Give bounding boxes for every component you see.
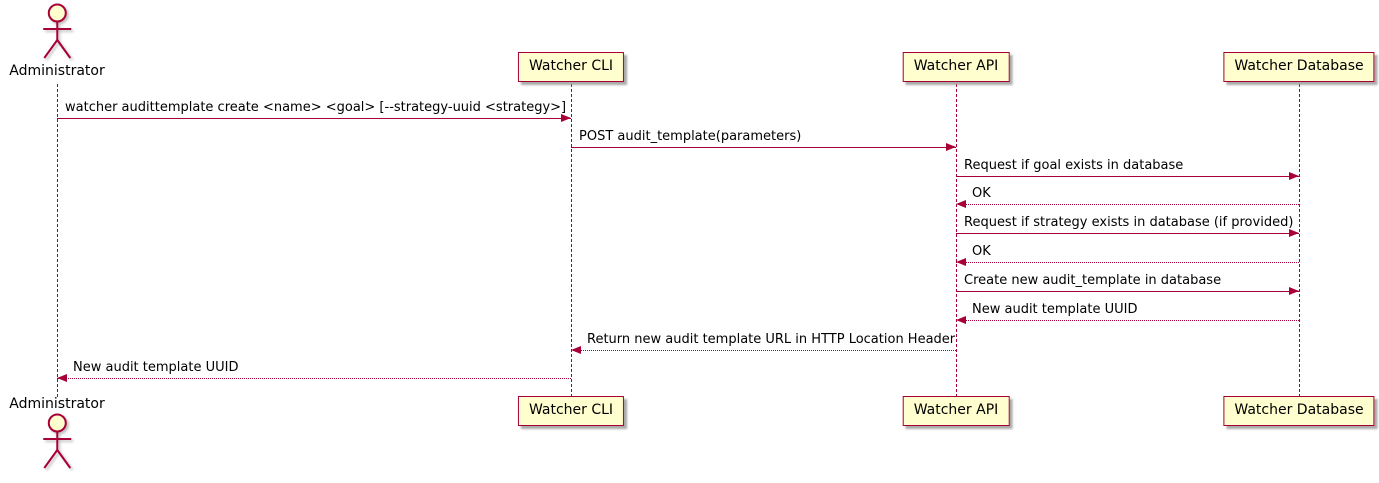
message-line: [956, 320, 1299, 321]
message-line: [956, 204, 1299, 205]
lifeline-administrator: [56, 84, 58, 397]
message-line: [956, 291, 1299, 292]
actor-label: Administrator: [9, 396, 105, 412]
message-label: Create new audit_template in database: [964, 273, 1222, 288]
arrowhead-icon: [1289, 287, 1299, 295]
message-line: [956, 262, 1299, 263]
actor-bottom-administrator: Administrator: [9, 396, 105, 473]
participant-top-watcher-database: Watcher Database: [1223, 52, 1375, 82]
message-label: Return new audit template URL in HTTP Lo…: [587, 332, 956, 347]
message-label: New audit template UUID: [73, 360, 239, 375]
message-label: OK: [972, 186, 991, 201]
participant-bottom-watcher-api: Watcher API: [902, 396, 1010, 426]
actor-top-administrator: Administrator: [9, 3, 105, 80]
lifeline-watcher-cli: [570, 84, 572, 397]
participant-bottom-watcher-database: Watcher Database: [1223, 396, 1375, 426]
message-line: [571, 350, 956, 351]
message-label: OK: [972, 244, 991, 259]
message-label: POST audit_template(parameters): [579, 129, 802, 144]
arrowhead-icon: [956, 258, 966, 266]
participant-bottom-watcher-cli: Watcher CLI: [517, 396, 625, 426]
message-label: watcher audittemplate create <name> <goa…: [65, 100, 567, 115]
arrowhead-icon: [571, 346, 581, 354]
participant-top-watcher-cli: Watcher CLI: [517, 52, 625, 82]
arrowhead-icon: [956, 200, 966, 208]
actor-label: Administrator: [9, 63, 105, 79]
message-line: [956, 233, 1299, 234]
message-label: New audit template UUID: [972, 302, 1138, 317]
arrowhead-icon: [1289, 172, 1299, 180]
lifeline-watcher-api: [955, 84, 957, 397]
message-line: [956, 176, 1299, 177]
arrowhead-icon: [561, 114, 571, 122]
message-line: [571, 147, 956, 148]
arrowhead-icon: [1289, 229, 1299, 237]
message-line: [57, 378, 571, 379]
arrowhead-icon: [57, 374, 67, 382]
message-line: [57, 118, 571, 119]
message-label: Request if strategy exists in database (…: [964, 215, 1294, 230]
message-label: Request if goal exists in database: [964, 158, 1184, 173]
arrowhead-icon: [956, 316, 966, 324]
arrowhead-icon: [946, 143, 956, 151]
lifeline-watcher-database: [1298, 84, 1300, 397]
person-icon: [43, 413, 71, 469]
participant-top-watcher-api: Watcher API: [902, 52, 1010, 82]
person-icon: [43, 3, 71, 59]
